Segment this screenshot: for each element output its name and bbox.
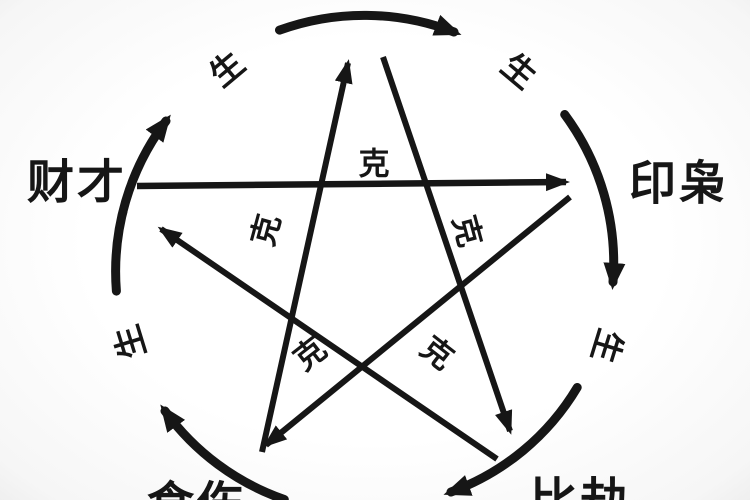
node-label-output: 食伤 (147, 481, 247, 500)
overcome-label-center: 克 (358, 146, 390, 182)
node-label-wealth: 财才 (27, 155, 127, 209)
overcome-arrow-output-to-top (259, 59, 353, 453)
generate-arc-right (560, 110, 626, 290)
node-label-companion: 比劫 (530, 473, 630, 500)
overcome-arrow-top-to-companion (380, 56, 513, 435)
overcome-arrow-wealth-to-seal (136, 173, 570, 192)
generate-arc-top (275, 10, 462, 37)
node-label-seal: 印枭 (629, 156, 729, 210)
generate-arc-bottom-left (160, 404, 289, 500)
overcome-arrow-companion-to-wealth (157, 226, 499, 462)
generate-arc-bottom-right (443, 383, 582, 497)
overcome-arrow-seal-to-output (262, 194, 572, 448)
generate-arc-left (111, 114, 171, 296)
